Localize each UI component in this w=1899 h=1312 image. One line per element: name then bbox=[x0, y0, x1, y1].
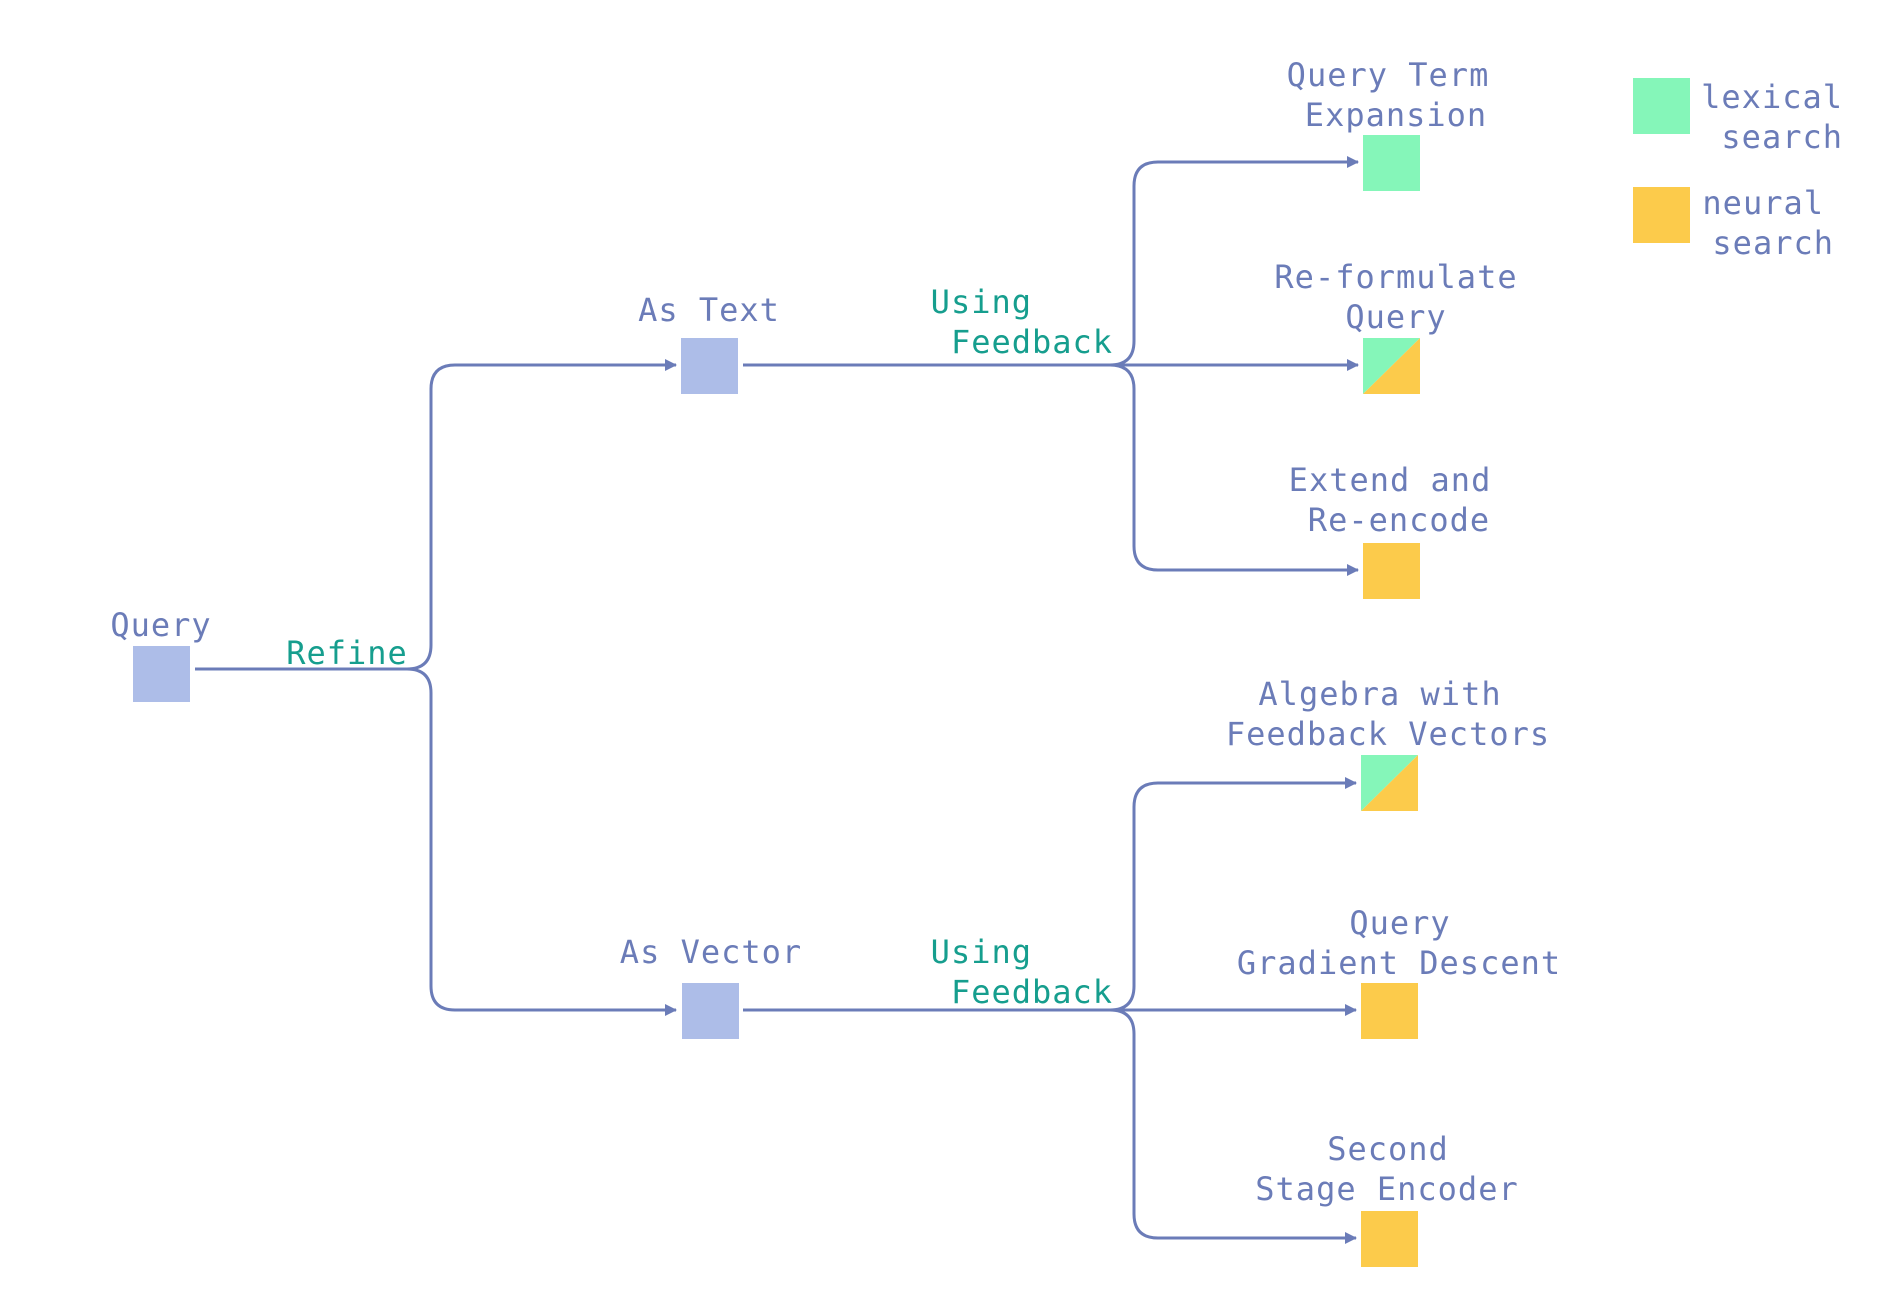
legend-lexical-line2: search bbox=[1721, 118, 1843, 156]
svg-text:Query: Query bbox=[1349, 904, 1450, 942]
edge-label-text-feedback: Using Feedback bbox=[931, 283, 1113, 361]
text-feedback-label-line1: Using bbox=[931, 283, 1032, 321]
query-term-expansion-line2: Expansion bbox=[1305, 96, 1487, 134]
extend-reencode-box bbox=[1363, 543, 1420, 599]
legend-neural-swatch bbox=[1633, 187, 1690, 243]
node-reformulate-query: Re-formulate Query bbox=[1274, 258, 1517, 394]
as-vector-label: As Vector bbox=[620, 933, 802, 971]
node-as-vector: As Vector bbox=[620, 933, 802, 1039]
legend-neural: neural search bbox=[1633, 184, 1834, 262]
legend-lexical-line1: lexical bbox=[1701, 78, 1843, 116]
edge-query-to-as-vector bbox=[406, 667, 677, 1016]
svg-text:Using: Using bbox=[931, 283, 1032, 321]
edge-label-refine: Refine bbox=[286, 634, 408, 672]
svg-text:search: search bbox=[1721, 118, 1843, 156]
svg-text:Gradient Descent: Gradient Descent bbox=[1237, 944, 1561, 982]
svg-text:Re-encode: Re-encode bbox=[1308, 501, 1490, 539]
svg-text:As Text: As Text bbox=[638, 291, 780, 329]
svg-text:As Vector: As Vector bbox=[620, 933, 802, 971]
algebra-feedback-line1: Algebra with bbox=[1258, 675, 1501, 713]
gradient-descent-box bbox=[1361, 983, 1418, 1039]
vector-feedback-label-line2: Feedback bbox=[951, 973, 1113, 1011]
svg-text:lexical: lexical bbox=[1701, 78, 1843, 116]
extend-reencode-line1: Extend and bbox=[1289, 461, 1492, 499]
query-box bbox=[133, 646, 190, 702]
reformulate-query-line2: Query bbox=[1345, 298, 1446, 336]
svg-text:Query Term: Query Term bbox=[1287, 56, 1490, 94]
text-feedback-label-line2: Feedback bbox=[951, 323, 1113, 361]
svg-text:Query: Query bbox=[1345, 298, 1446, 336]
svg-text:Refine: Refine bbox=[286, 634, 408, 672]
connectors bbox=[195, 156, 1359, 1244]
node-query-gradient-descent: Query Gradient Descent bbox=[1237, 904, 1561, 1039]
algebra-feedback-box bbox=[1361, 755, 1418, 811]
svg-text:Using: Using bbox=[931, 933, 1032, 971]
node-as-text: As Text bbox=[638, 291, 780, 394]
as-vector-box bbox=[682, 983, 739, 1039]
query-term-expansion-box bbox=[1363, 135, 1420, 191]
edge-as-vector-to-algebra-feedback bbox=[1109, 777, 1357, 1012]
svg-text:Feedback: Feedback bbox=[951, 323, 1113, 361]
svg-text:Query: Query bbox=[110, 606, 211, 644]
reformulate-query-box bbox=[1363, 338, 1420, 394]
svg-text:Feedback Vectors: Feedback Vectors bbox=[1226, 715, 1550, 753]
svg-text:Re-formulate: Re-formulate bbox=[1274, 258, 1517, 296]
reformulate-query-line1: Re-formulate bbox=[1274, 258, 1517, 296]
svg-text:search: search bbox=[1712, 224, 1834, 262]
legend-lexical-swatch bbox=[1633, 78, 1690, 134]
legend: lexical search neural search bbox=[1633, 78, 1843, 262]
svg-text:Feedback: Feedback bbox=[951, 973, 1113, 1011]
as-text-box bbox=[681, 338, 738, 394]
algebra-feedback-line2: Feedback Vectors bbox=[1226, 715, 1550, 753]
refine-label: Refine bbox=[286, 634, 408, 672]
legend-lexical: lexical search bbox=[1633, 78, 1843, 156]
second-stage-line1: Second bbox=[1327, 1130, 1449, 1168]
svg-text:neural: neural bbox=[1702, 184, 1824, 222]
edge-as-text-to-extend-reencode bbox=[1109, 363, 1359, 576]
legend-neural-line1: neural bbox=[1702, 184, 1824, 222]
extend-reencode-line2: Re-encode bbox=[1308, 501, 1490, 539]
node-extend-reencode: Extend and Re-encode bbox=[1289, 461, 1492, 599]
edge-query-to-as-text bbox=[195, 359, 677, 671]
svg-text:Extend and: Extend and bbox=[1289, 461, 1492, 499]
second-stage-box bbox=[1361, 1211, 1418, 1267]
legend-neural-line2: search bbox=[1712, 224, 1834, 262]
as-text-label: As Text bbox=[638, 291, 780, 329]
edge-label-vector-feedback: Using Feedback bbox=[931, 933, 1113, 1011]
query-label: Query bbox=[110, 606, 211, 644]
svg-text:Algebra with: Algebra with bbox=[1258, 675, 1501, 713]
node-query: Query bbox=[110, 606, 211, 702]
second-stage-line2: Stage Encoder bbox=[1255, 1170, 1518, 1208]
svg-text:Stage Encoder: Stage Encoder bbox=[1255, 1170, 1518, 1208]
query-term-expansion-line1: Query Term bbox=[1287, 56, 1490, 94]
edge-as-text-to-query-term-expansion bbox=[1109, 156, 1359, 367]
node-algebra-feedback: Algebra with Feedback Vectors bbox=[1226, 675, 1550, 811]
node-query-term-expansion: Query Term Expansion bbox=[1287, 56, 1490, 191]
edge-as-vector-to-second-stage bbox=[1109, 1008, 1357, 1244]
vector-feedback-label-line1: Using bbox=[931, 933, 1032, 971]
node-second-stage-encoder: Second Stage Encoder bbox=[1255, 1130, 1518, 1267]
svg-text:Expansion: Expansion bbox=[1305, 96, 1487, 134]
gradient-descent-line2: Gradient Descent bbox=[1237, 944, 1561, 982]
svg-text:Second: Second bbox=[1327, 1130, 1449, 1168]
gradient-descent-line1: Query bbox=[1349, 904, 1450, 942]
